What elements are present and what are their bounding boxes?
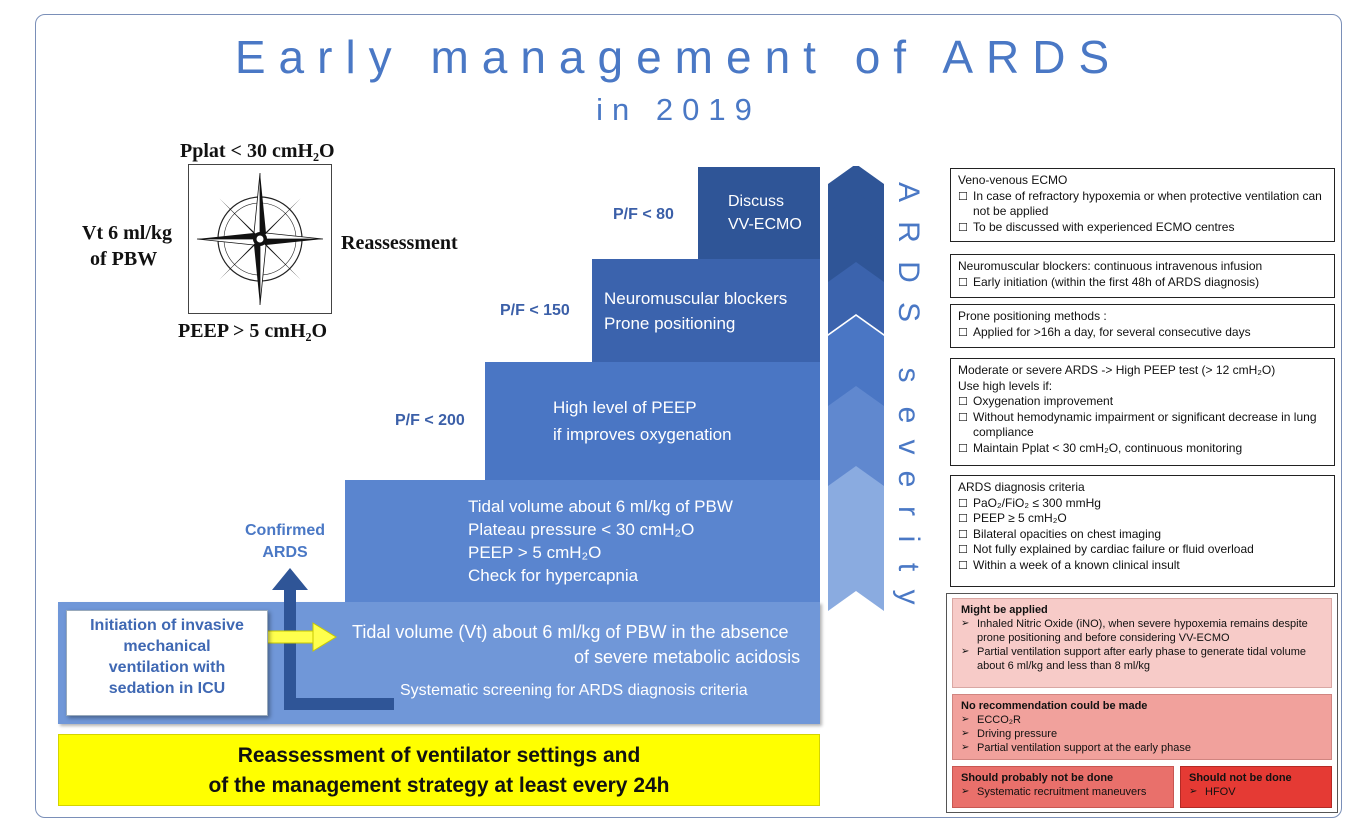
- severity-letter-6: e: [892, 406, 925, 424]
- diagnosis-info-item: PEEP ≥ 5 cmH₂O: [958, 511, 1327, 527]
- might-be-applied-box: Might be applied Inhaled Nitric Oxide (i…: [952, 598, 1332, 688]
- severity-letter-7: v: [892, 439, 925, 455]
- compass-icon: [196, 172, 324, 306]
- confirmed-line2: ARDS: [262, 544, 308, 561]
- initiation-line3: ventilation with: [108, 659, 226, 676]
- initiation-box: Initiation of invasive mechanical ventil…: [66, 610, 268, 716]
- nmb-info-box: Neuromuscular blockers: continuous intra…: [950, 254, 1335, 298]
- step-base-line3: Systematic screening for ARDS diagnosis …: [400, 682, 748, 699]
- diagnosis-info-item: Bilateral opacities on chest imaging: [958, 527, 1327, 543]
- peep-info-header-1: Moderate or severe ARDS -> High PEEP tes…: [958, 363, 1276, 377]
- probably-not-box: Should probably not be done Systematic r…: [952, 766, 1174, 808]
- pf-80-label: P/F < 80: [613, 206, 674, 223]
- step-peep-line2: if improves oxygenation: [553, 425, 732, 444]
- peep-info-item: Oxygenation improvement: [958, 394, 1327, 410]
- norec-item: Driving pressure: [961, 727, 1323, 741]
- severity-letter-9: r: [892, 506, 925, 516]
- reassessment-line2: of the management strategy at least ever…: [208, 774, 670, 797]
- diagnosis-info-item: Within a week of a known clinical insult: [958, 558, 1327, 574]
- diagnosis-info-item: PaO₂/FiO₂ ≤ 300 mmHg: [958, 496, 1327, 512]
- step-peep-line1: High level of PEEP: [553, 398, 697, 417]
- might-item: Partial ventilation support after early …: [961, 645, 1323, 673]
- ecmo-info-header: Veno-venous ECMO: [958, 173, 1068, 187]
- probably-item: Systematic recruitment maneuvers: [961, 785, 1165, 799]
- ecmo-info-box: Veno-venous ECMO In case of refractory h…: [950, 168, 1335, 242]
- diagnosis-info-box: ARDS diagnosis criteria PaO₂/FiO₂ ≤ 300 …: [950, 475, 1335, 587]
- ecmo-info-item: To be discussed with experienced ECMO ce…: [958, 220, 1327, 236]
- severity-letter-8: e: [892, 470, 925, 488]
- norec-header: No recommendation could be made: [961, 700, 1148, 712]
- severity-letter-12: y: [892, 589, 925, 605]
- right-arrow-icon: [258, 622, 337, 652]
- initiation-line2: mechanical: [123, 638, 211, 655]
- confirmed-ards-label: Confirmed ARDS: [245, 520, 325, 564]
- might-item: Inhaled Nitric Oxide (iNO), when severe …: [961, 617, 1323, 645]
- compass-right-label: Reassessment: [341, 232, 458, 254]
- severity-letter-10: i: [892, 535, 925, 543]
- ecmo-info-item: In case of refractory hypoxemia or when …: [958, 189, 1327, 220]
- severity-chevrons: [828, 166, 884, 611]
- diagnosis-info-header: ARDS diagnosis criteria: [958, 480, 1085, 494]
- step-tidal-line2: Plateau pressure < 30 cmH₂O: [468, 520, 695, 539]
- might-header: Might be applied: [961, 604, 1048, 616]
- norec-item: ECCO₂R: [961, 713, 1323, 727]
- prone-info-header: Prone positioning methods :: [958, 309, 1107, 323]
- severity-letter-0: A: [892, 181, 925, 202]
- severity-letter-1: R: [892, 221, 925, 243]
- peep-info-item: Maintain Pplat < 30 cmH₂O, continuous mo…: [958, 441, 1327, 457]
- nmb-info-header: Neuromuscular blockers: continuous intra…: [958, 259, 1263, 273]
- initiation-line1: Initiation of invasive: [90, 617, 244, 634]
- up-arrow-icon: [272, 568, 308, 708]
- peep-info-header-2: Use high levels if:: [958, 378, 1053, 393]
- step-tidal-line3: PEEP > 5 cmH₂O: [468, 543, 602, 562]
- title-line2: in 2019: [596, 92, 761, 127]
- reassessment-line1: Reassessment of ventilator settings and: [237, 744, 641, 767]
- probably-header: Should probably not be done: [961, 772, 1114, 784]
- step-tidal-line1: Tidal volume about 6 ml/kg of PBW: [468, 497, 733, 516]
- pf-200-label: P/F < 200: [395, 412, 465, 429]
- step-nmb-line2: Prone positioning: [604, 313, 736, 333]
- step-nmb: Neuromuscular blockers Prone positioning: [592, 259, 820, 362]
- base-horizontal-bar: [284, 698, 394, 710]
- compass-top-label: Pplat < 30 cmH₂O: [180, 140, 335, 162]
- shouldnot-item: HFOV: [1189, 785, 1323, 799]
- severity-letter-11: t: [892, 562, 925, 572]
- severity-letter-5: s: [892, 367, 925, 383]
- title-line1: Early management of ARDS: [234, 31, 1123, 83]
- pf-150-label: P/F < 150: [500, 302, 570, 319]
- reassessment-box: Reassessment of ventilator settings and …: [58, 734, 820, 806]
- step-base-line1: Tidal volume (Vt) about 6 ml/kg of PBW i…: [352, 622, 789, 642]
- step-nmb-line1: Neuromuscular blockers: [604, 288, 788, 308]
- step-peep: High level of PEEP if improves oxygenati…: [485, 362, 820, 480]
- compass-left-label-1: Vt 6 ml/kg: [82, 222, 172, 244]
- prone-info-box: Prone positioning methods : Applied for …: [950, 304, 1335, 348]
- peep-info-item: Without hemodynamic impairment or signif…: [958, 410, 1327, 441]
- shouldnot-header: Should not be done: [1189, 772, 1292, 784]
- step-ecmo-line1: Discuss: [728, 193, 785, 210]
- confirmed-line1: Confirmed: [245, 522, 325, 539]
- prone-info-item: Applied for >16h a day, for several cons…: [958, 325, 1327, 341]
- step-tidal: Tidal volume about 6 ml/kg of PBW Platea…: [345, 480, 820, 602]
- step-base-line2: of severe metabolic acidosis: [574, 647, 801, 667]
- initiation-line4: sedation in ICU: [108, 680, 226, 697]
- compass-left-label-2: of PBW: [90, 248, 158, 270]
- compass-rose-image: [188, 164, 332, 314]
- compass-bottom-label: PEEP > 5 cmH₂O: [178, 320, 328, 342]
- diagnosis-info-item: Not fully explained by cardiac failure o…: [958, 542, 1327, 558]
- nmb-info-item: Early initiation (within the first 48h o…: [958, 275, 1327, 291]
- step-tidal-line4: Check for hypercapnia: [468, 566, 639, 585]
- severity-letter-2: D: [892, 261, 925, 283]
- step-ecmo: Discuss VV-ECMO: [698, 167, 820, 259]
- severity-letter-3: S: [892, 301, 925, 322]
- should-not-box: Should not be done HFOV: [1180, 766, 1332, 808]
- step-ecmo-line2: VV-ECMO: [728, 216, 802, 233]
- peep-info-box: Moderate or severe ARDS -> High PEEP tes…: [950, 358, 1335, 466]
- norec-item: Partial ventilation support at the early…: [961, 741, 1323, 755]
- no-recommendation-box: No recommendation could be made ECCO₂R D…: [952, 694, 1332, 760]
